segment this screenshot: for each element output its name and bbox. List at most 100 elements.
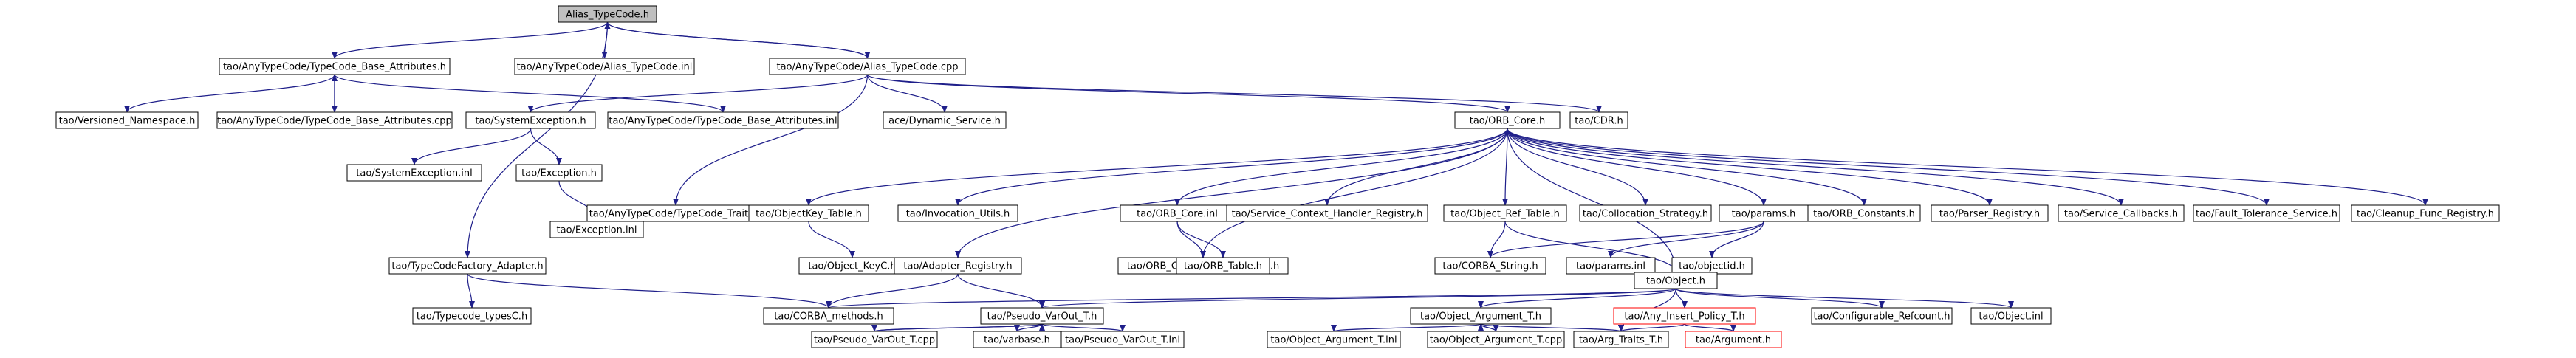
node-box (558, 5, 657, 23)
node-atc-cpp[interactable]: tao/AnyTypeCode/Alias_TypeCode.cpp (769, 58, 966, 75)
node-root[interactable]: Alias_TypeCode.h (558, 5, 657, 23)
node-corba-methods[interactable]: tao/CORBA_methods.h (763, 307, 894, 325)
node-schr[interactable]: tao/Service_Context_Handler_Registry.h (1226, 204, 1428, 222)
node-label: tao/ObjectKey_Table.h (756, 209, 862, 220)
node-orb-table[interactable]: tao/ORB_Table.h (1176, 257, 1270, 275)
node-box (515, 164, 603, 182)
node-orb-consts[interactable]: tao/ORB_Constants.h (1807, 204, 1921, 222)
node-label: tao/Invocation_Utils.h (906, 209, 1010, 220)
edge-sysexc_h-to-exc_h (530, 128, 562, 165)
edge-pvar_h-to-pvar_inl (1041, 323, 1126, 332)
node-sysexc-h[interactable]: tao/SystemException.h (465, 111, 596, 129)
node-box (2058, 204, 2185, 222)
node-corba-str[interactable]: tao/CORBA_String.h (1434, 257, 1546, 275)
node-label: tao/Pseudo_VarOut_T.inl (1065, 335, 1180, 346)
node-coll-strat[interactable]: tao/Collocation_Strategy.h (1579, 204, 1712, 222)
node-tcf-adapter[interactable]: tao/TypeCodeFactory_Adapter.h (388, 257, 547, 275)
edge-orbcore_h-to-objref_tbl (1502, 128, 1509, 206)
node-ft-svc[interactable]: tao/Fault_Tolerance_Service.h (2193, 204, 2340, 222)
node-atc-inl[interactable]: tao/AnyTypeCode/Alias_TypeCode.inl (514, 58, 695, 75)
node-sysexc-inl[interactable]: tao/SystemException.inl (346, 164, 482, 182)
node-objkey-tbl[interactable]: tao/ObjectKey_Table.h (748, 204, 869, 222)
node-box (894, 257, 1022, 275)
node-inv-utils[interactable]: tao/Invocation_Utils.h (897, 204, 1018, 222)
node-exc-h[interactable]: tao/Exception.h (515, 164, 603, 182)
node-box (1579, 204, 1712, 222)
node-box (219, 58, 451, 75)
node-box (1685, 331, 1782, 348)
node-orbcore-h[interactable]: tao/ORB_Core.h (1454, 111, 1561, 129)
node-pvar-inl[interactable]: tao/Pseudo_VarOut_T.inl (1061, 331, 1185, 348)
node-object-inl[interactable]: tao/Object.inl (1970, 307, 2052, 325)
node-objkey-c[interactable]: tao/Object_KeyC.h (798, 257, 906, 275)
node-parser-reg[interactable]: tao/Parser_Registry.h (1931, 204, 2049, 222)
node-objarg-h[interactable]: tao/Object_Argument_T.h (1410, 307, 1552, 325)
edge-orbcore_h-to-object_h (1507, 128, 1679, 273)
node-argument-h[interactable]: tao/Argument.h (1685, 331, 1782, 348)
node-label: tao/CDR.h (1575, 116, 1623, 127)
edge-aip_h-to-argument_h (1684, 323, 1736, 332)
node-cdr-h[interactable]: tao/CDR.h (1569, 111, 1628, 129)
node-params-h[interactable]: tao/params.h (1719, 204, 1809, 222)
node-conf-refcount[interactable]: tao/Configurable_Refcount.h (1811, 307, 1953, 325)
node-box (1613, 307, 1756, 325)
node-argtraits[interactable]: tao/Arg_Traits_T.h (1573, 331, 1669, 348)
node-svc-cb[interactable]: tao/Service_Callbacks.h (2058, 204, 2185, 222)
node-label: tao/Parser_Registry.h (1939, 209, 2040, 220)
edge-orbcore_h-to-coll_strat (1507, 128, 1648, 206)
node-orbcore-inl[interactable]: tao/ORB_Core.inl (1120, 204, 1235, 222)
node-dynsvc[interactable]: ace/Dynamic_Service.h (883, 111, 1007, 129)
node-label: tao/Fault_Tolerance_Service.h (2196, 209, 2337, 220)
node-typecode-typesc[interactable]: tao/Typecode_typesC.h (412, 307, 532, 325)
node-objectid[interactable]: tao/objectid.h (1671, 257, 1753, 275)
edge-object_h-to-objarg_h (1478, 288, 1676, 309)
node-label: tao/AnyTypeCode/Alias_TypeCode.cpp (776, 62, 958, 73)
edge-objarg_cpp-to-objarg_h (1478, 323, 1497, 332)
node-tcba-cpp[interactable]: tao/AnyTypeCode/TypeCode_Base_Attributes… (216, 111, 453, 129)
node-varbase[interactable]: tao/varbase.h (973, 331, 1061, 348)
node-label: tao/AnyTypeCode/TypeCode_Traits.h (589, 209, 763, 220)
node-label: tao/Service_Callbacks.h (2064, 209, 2178, 220)
node-label: tao/Argument.h (1696, 335, 1771, 346)
node-objref-tbl[interactable]: tao/Object_Ref_Table.h (1443, 204, 1567, 222)
node-exc-inl[interactable]: tao/Exception.inl (549, 221, 644, 238)
node-label: tao/ORB_Core.h (1470, 116, 1546, 127)
node-box (1434, 257, 1546, 275)
edge-orbcore_h-to-parser_reg (1507, 128, 1993, 206)
node-box (465, 111, 596, 129)
node-objarg-cpp[interactable]: tao/Object_Argument_T.cpp (1427, 331, 1565, 348)
node-pvar-h[interactable]: tao/Pseudo_VarOut_T.h (980, 307, 1104, 325)
edge-object_h-to-conf_refcount (1675, 288, 1885, 309)
node-label: tao/Object_Argument_T.inl (1270, 335, 1397, 346)
node-vns[interactable]: tao/Versioned_Namespace.h (55, 111, 199, 129)
node-box (763, 307, 894, 325)
nodes-layer: Alias_TypeCode.h tao/AnyTypeCode/TypeCode… (55, 5, 2500, 348)
node-objarg-inl[interactable]: tao/Object_Argument_T.inl (1267, 331, 1401, 348)
node-cleanup-reg[interactable]: tao/Cleanup_Func_Registry.h (2351, 204, 2500, 222)
edge-objkey_tbl-to-objkey_c (808, 221, 855, 258)
node-tctraits[interactable]: tao/AnyTypeCode/TypeCode_Traits.h (586, 204, 765, 222)
node-pvar-cpp[interactable]: tao/Pseudo_VarOut_T.cpp (811, 331, 938, 348)
edge-atc_cpp-to-dynsvc (866, 74, 948, 113)
node-tcba-h[interactable]: tao/AnyTypeCode/TypeCode_Base_Attributes… (219, 58, 451, 75)
node-object-h[interactable]: tao/Object.h (1634, 272, 1718, 289)
node-adapter-reg[interactable]: tao/Adapter_Registry.h (894, 257, 1022, 275)
node-tcba-inl[interactable]: tao/AnyTypeCode/TypeCode_Base_Attributes… (607, 111, 839, 129)
node-box (973, 331, 1061, 348)
node-params-inl[interactable]: tao/params.inl (1566, 257, 1656, 275)
edge-orbcore_h-to-cleanup_reg (1507, 128, 2428, 206)
node-box (1931, 204, 2049, 222)
node-aip-h[interactable]: tao/Any_Insert_Policy_T.h (1613, 307, 1756, 325)
edge-adapter_reg-to-corba_methods (826, 273, 959, 309)
edge-aip_h-to-argtraits (1618, 323, 1685, 332)
node-label: tao/SystemException.inl (356, 168, 472, 179)
node-label: tao/Cleanup_Func_Registry.h (2357, 209, 2494, 220)
node-label: tao/Service_Context_Handler_Registry.h (1232, 209, 1423, 220)
edge-atc_cpp-to-tctraits (673, 74, 869, 206)
node-box (1427, 331, 1565, 348)
edge-atc_cpp-to-root (604, 21, 869, 59)
node-label: tao/ORB_Table.h (1184, 261, 1262, 272)
node-box (897, 204, 1018, 222)
node-box (607, 111, 839, 129)
node-label: tao/TypeCodeFactory_Adapter.h (391, 261, 543, 272)
